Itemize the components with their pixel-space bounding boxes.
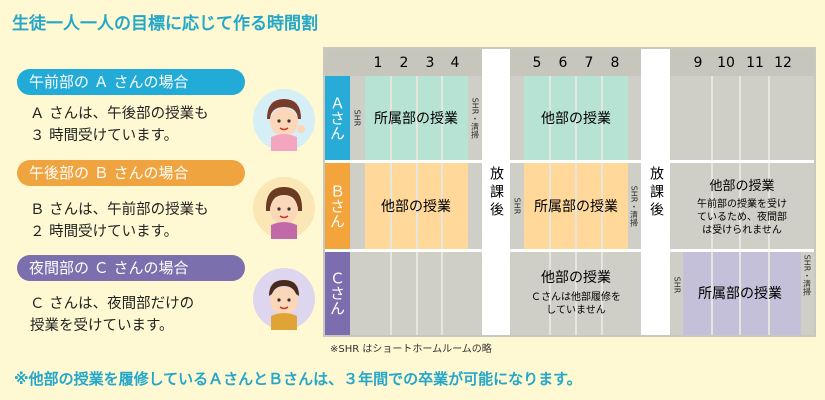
row-a-label-cell — [325, 76, 350, 160]
row-b-shr: SHR — [513, 198, 522, 215]
footnote: ※SHR はショートホームルームの略 — [330, 344, 492, 355]
student-a-desc-line1: Ａ さんは、午後部の授業も — [30, 106, 209, 122]
row-a-shozoku: 所属部の授業 — [374, 111, 458, 127]
student-a-avatar — [253, 89, 315, 151]
period-8: 8 — [611, 55, 620, 71]
row-c-shr-clean: SHR・清掃 — [803, 255, 812, 297]
houkago-column-1 — [482, 49, 510, 335]
row-b-tabu: 他部の授業 — [381, 199, 451, 215]
row-a-tabu: 他部の授業 — [541, 111, 611, 127]
student-c-avatar — [253, 268, 315, 330]
row-b-note-2: ているため、夜間部 — [697, 210, 787, 223]
row-b-note-3: は受けられません — [702, 224, 782, 236]
period-1: 1 — [374, 55, 383, 71]
row-a-shr: SHR — [353, 110, 362, 127]
period-10: 10 — [717, 55, 735, 71]
period-12: 12 — [774, 55, 792, 71]
student-b-label: 午後部の Ｂ さんの場合 — [17, 160, 245, 186]
row-b-tabu-2: 他部の授業 — [709, 178, 774, 194]
row-a-label: Ａさん — [328, 96, 346, 141]
row-c-label: Ｃさん — [328, 271, 346, 316]
row-b-label: Ｂさん — [328, 184, 346, 229]
row-c-shozoku: 所属部の授業 — [698, 286, 782, 302]
period-7: 7 — [585, 55, 594, 71]
row-b-note-1: 午前部の授業を受け — [697, 197, 787, 210]
period-11: 11 — [746, 55, 764, 71]
period-2: 2 — [400, 55, 409, 71]
row-c-label-cell — [325, 252, 350, 335]
row-a-shr-clean: SHR・清掃 — [471, 98, 480, 140]
page-title: 生徒一人一人の目標に応じて作る時間割 — [12, 14, 318, 34]
row-c-note-1: Ｃさんは他部履修を — [531, 290, 621, 303]
row-b-shozoku: 所属部の授業 — [534, 199, 618, 215]
row-b-shr-clean: SHR・清掃 — [630, 186, 639, 228]
row-c-shr: SHR — [673, 277, 682, 294]
houkago-label-2: 放課後 — [648, 166, 664, 220]
period-5: 5 — [533, 55, 542, 71]
student-b-desc-line2: ２ 時間受けています。 — [30, 224, 179, 240]
row-b-label-cell — [325, 163, 350, 249]
row-c-shozoku-block — [683, 252, 801, 335]
student-c-desc-line2: 授業を受けています。 — [30, 318, 174, 334]
student-b-desc-line1: Ｂ さんは、午前部の授業も — [30, 202, 209, 218]
header-strip — [325, 49, 814, 76]
period-9: 9 — [694, 55, 703, 71]
period-4: 4 — [451, 55, 460, 71]
student-c-label: 夜間部の Ｃ さんの場合 — [17, 255, 245, 281]
houkago-label-1: 放課後 — [488, 166, 504, 220]
period-6: 6 — [559, 55, 568, 71]
bottom-note: ※他部の授業を履修しているＡさんとＢさんは、３年間での卒業が可能になります。 — [14, 370, 582, 388]
student-a-label: 午前部の Ａ さんの場合 — [17, 69, 245, 95]
houkago-column-2 — [641, 49, 670, 335]
student-a-desc-line2: ３ 時間受けています。 — [30, 128, 179, 144]
student-b-avatar — [253, 177, 315, 239]
period-3: 3 — [426, 55, 435, 71]
row-c-note-2: していません — [546, 304, 605, 316]
row-c-tabu: 他部の授業 — [541, 270, 611, 286]
student-c-desc-line1: Ｃ さんは、夜間部だけの — [30, 296, 195, 312]
